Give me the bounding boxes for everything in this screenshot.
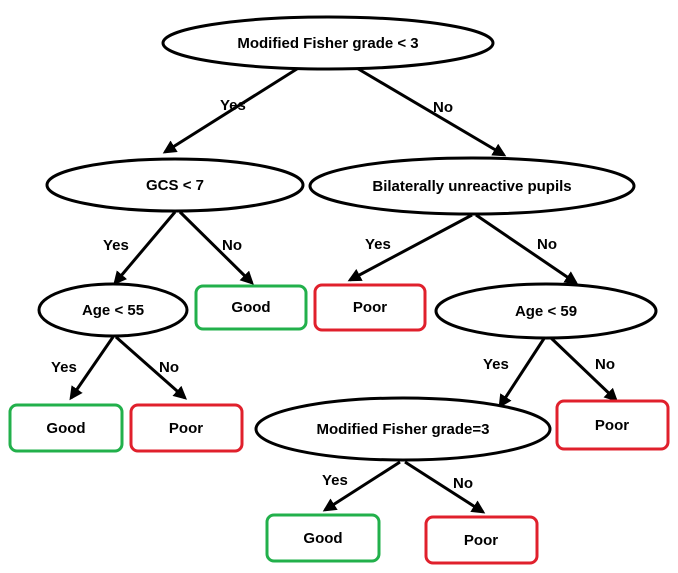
node-pupils-label: Bilaterally unreactive pupils <box>372 178 571 195</box>
edge-label-pupils-no: No <box>537 236 557 253</box>
leaf-age55-no-label: Poor <box>169 420 203 437</box>
edge-age55-yes <box>69 336 115 401</box>
node-pupils: Bilaterally unreactive pupils <box>308 156 636 216</box>
node-fisher3-label: Modified Fisher grade=3 <box>317 421 490 438</box>
edge-pupils-no <box>475 213 579 285</box>
leaf-age55-yes: Good <box>8 403 124 453</box>
edge-label-gcs-yes: Yes <box>103 237 129 254</box>
node-age59-label: Age < 59 <box>515 303 577 320</box>
edge-pupils-yes <box>347 213 473 282</box>
edge-label-age55-no: No <box>159 359 179 376</box>
node-age55-label: Age < 55 <box>82 302 144 319</box>
node-fisher3: Modified Fisher grade=3 <box>254 396 552 462</box>
edge-gcs-yes <box>113 211 177 286</box>
leaf-pupils-yes: Poor <box>313 283 427 332</box>
leaf-age55-yes-label: Good <box>46 420 85 437</box>
node-root: Modified Fisher grade < 3 <box>161 15 495 71</box>
node-age59: Age < 59 <box>434 282 658 340</box>
edge-label-fisher3-no: No <box>453 475 473 492</box>
edge-age55-no <box>115 335 188 400</box>
node-gcs-label: GCS < 7 <box>146 177 204 194</box>
edge-label-gcs-no: No <box>222 237 242 254</box>
edge-label-pupils-yes: Yes <box>365 236 391 253</box>
edge-age59-no <box>548 335 618 402</box>
edge-label-root-yes: Yes <box>220 97 246 114</box>
leaf-pupils-yes-label: Poor <box>353 299 387 316</box>
edge-label-fisher3-yes: Yes <box>322 472 348 489</box>
leaf-gcs-no: Good <box>194 284 308 331</box>
leaf-age59-no-label: Poor <box>595 417 629 434</box>
node-age55: Age < 55 <box>37 282 189 338</box>
edge-fisher3-yes <box>322 460 401 512</box>
edge-label-age55-yes: Yes <box>51 359 77 376</box>
node-gcs: GCS < 7 <box>45 157 305 213</box>
leaf-age59-no: Poor <box>555 399 670 451</box>
edge-root-yes <box>162 65 301 154</box>
leaf-fisher3-no-label: Poor <box>464 532 498 549</box>
edge-root-no <box>354 65 507 157</box>
edge-label-age59-yes: Yes <box>483 356 509 373</box>
leaf-gcs-no-label: Good <box>231 299 270 316</box>
leaf-age55-no: Poor <box>129 403 244 453</box>
leaf-fisher3-yes-label: Good <box>303 530 342 547</box>
node-root-label: Modified Fisher grade < 3 <box>237 35 418 52</box>
edge-age59-yes <box>498 336 547 409</box>
edge-label-root-no: No <box>433 99 453 116</box>
leaf-fisher3-no: Poor <box>424 515 539 565</box>
edge-fisher3-no <box>404 460 486 514</box>
edge-gcs-no <box>178 210 254 285</box>
leaf-fisher3-yes: Good <box>265 513 381 563</box>
edge-label-age59-no: No <box>595 356 615 373</box>
